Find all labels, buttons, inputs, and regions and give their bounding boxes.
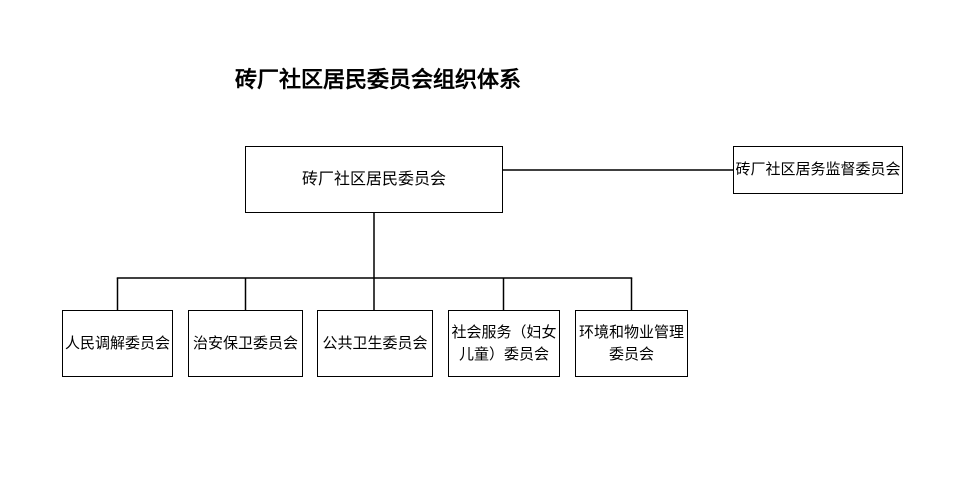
org-box-residents-committee: 砖厂社区居民委员会 [245, 146, 503, 213]
org-box-supervision-committee: 砖厂社区居务监督委员会 [733, 146, 903, 194]
org-box-public-health-committee: 公共卫生委员会 [317, 310, 433, 377]
org-box-mediation-committee: 人民调解委员会 [62, 310, 173, 377]
org-box-environment-property-committee: 环境和物业管理委员会 [575, 310, 688, 377]
org-box-security-committee: 治安保卫委员会 [188, 310, 303, 377]
org-box-social-service-committee: 社会服务（妇女儿童）委员会 [448, 310, 560, 377]
page-title: 砖厂社区居民委员会组织体系 [235, 67, 522, 92]
